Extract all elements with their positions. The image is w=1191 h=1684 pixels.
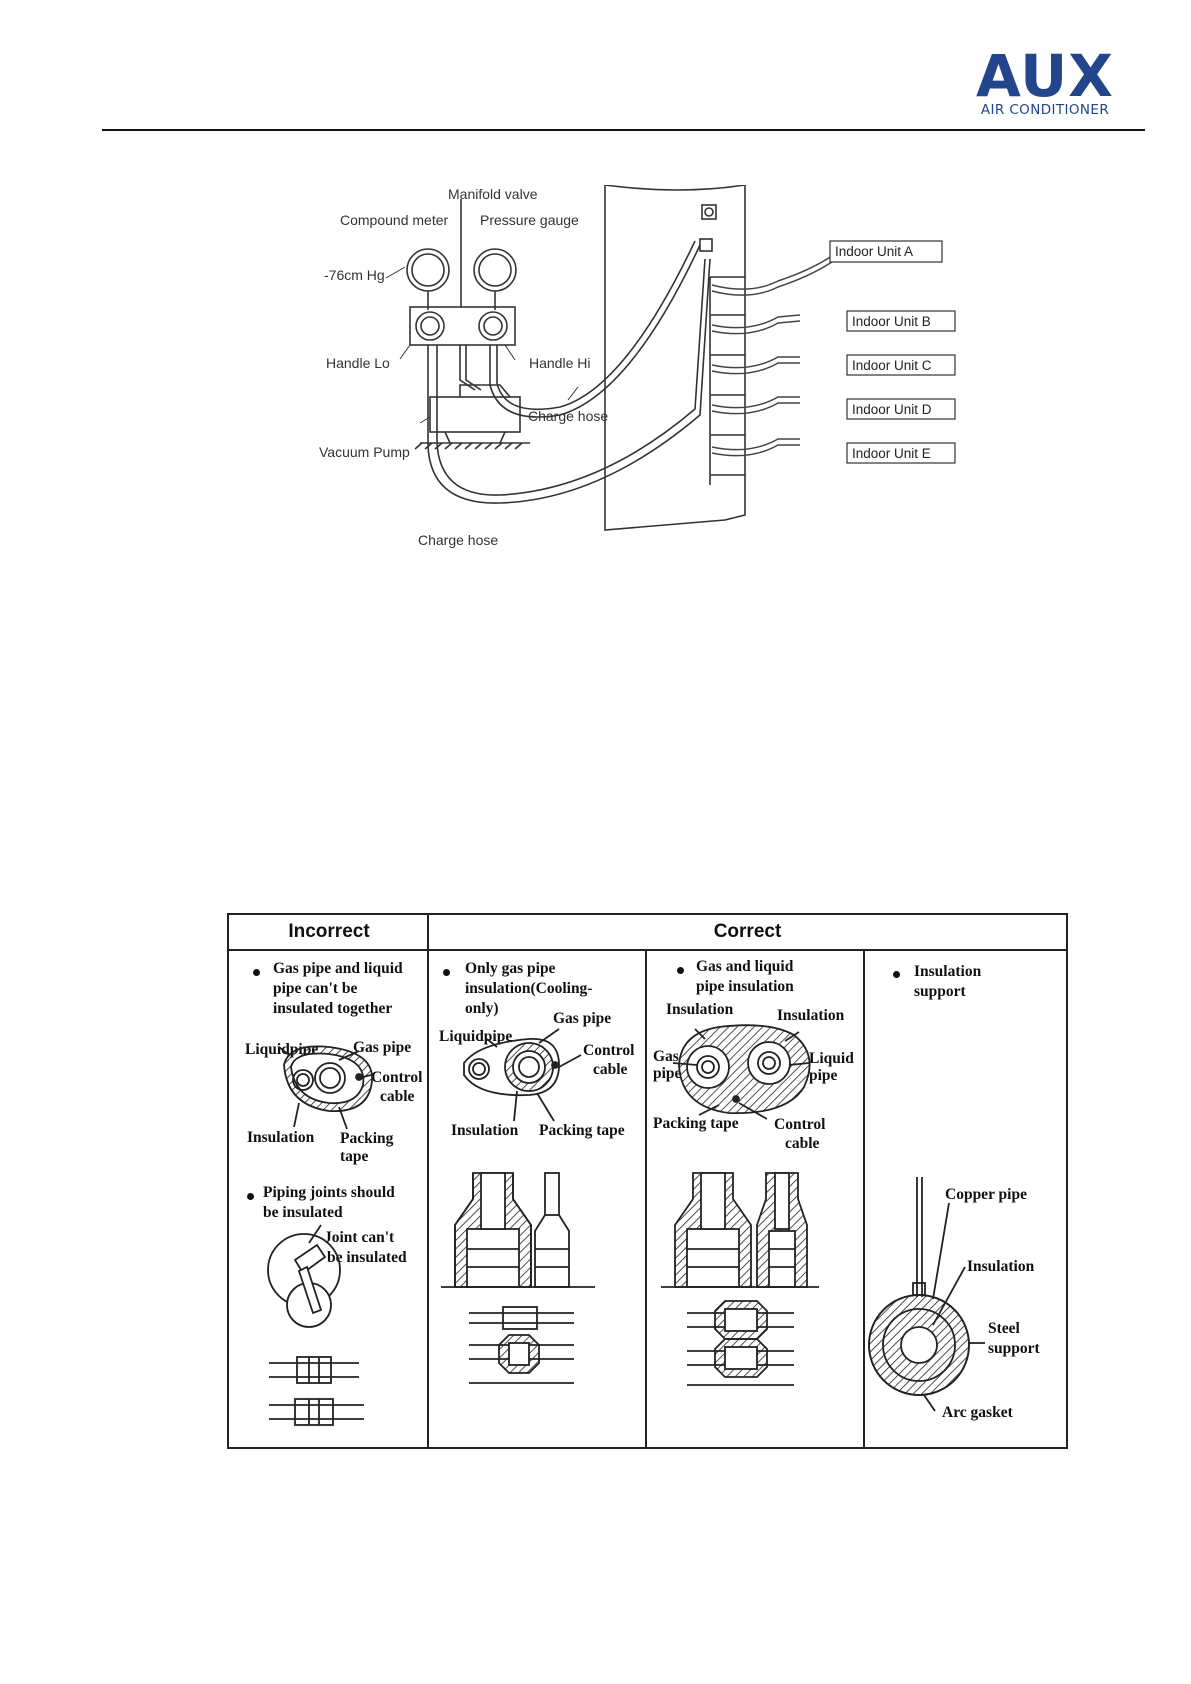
col4-note-line2: support [914,983,966,1000]
header-incorrect: Incorrect [229,915,429,951]
col2-liquid-pipe-label: Liquidpipe [439,1028,513,1045]
col2-gas-pipe-label: Gas pipe [553,1010,612,1027]
col4-copper-pipe-label: Copper pipe [945,1186,1027,1203]
col4-arc-gasket-label: Arc gasket [942,1404,1013,1421]
col4-insulation-label: Insulation [967,1258,1035,1275]
charge-hose-upper-label: Charge hose [528,408,608,424]
col3-liquid-pipe-label: pipe [809,1067,838,1084]
handle-hi-label: Handle Hi [529,355,590,371]
manifold-valve-label: Manifold valve [448,186,538,202]
col1-note1-line1: Gas pipe and liquid [273,960,403,977]
gas-only-cross-section-icon [463,1028,582,1122]
col3-insulation-left-label: Insulation [666,1001,734,1018]
col4-steel-label: Steel [988,1320,1020,1337]
col2-insulation-label: Insulation [451,1122,519,1139]
column-divider [863,951,865,1447]
col1-gas-pipe-label: Gas pipe [353,1039,412,1056]
indoor-unit-a-label: Indoor Unit A [835,244,913,259]
col1-note1-line2: pipe can't be [273,980,358,997]
column-divider [427,915,429,1447]
pressure-gauge-label: Pressure gauge [480,212,579,228]
col3-insulation-right-label: Insulation [777,1007,845,1024]
col1-packing-label: Packing [340,1130,394,1147]
pressure-gauge-icon [473,248,517,310]
bullet-icon [253,969,260,976]
manifold-body [409,306,516,346]
col1-cable-label: cable [380,1088,415,1105]
col2-cable-label: cable [593,1061,628,1078]
col4-support-label: support [988,1340,1040,1357]
indoor-unit-d-label: Indoor Unit D [852,402,932,417]
vacuum-pump-label: Vacuum Pump [319,444,410,460]
header-divider [102,129,1145,131]
both-insulated-cross-section-icon [672,1024,811,1120]
col2-control-label: Control [583,1042,635,1059]
indoor-unit-e-label: Indoor Unit E [852,446,931,461]
col1-note1-line3: insulated together [273,1000,393,1017]
steel-support-icon [868,1177,985,1412]
handle-lo-label: Handle Lo [326,355,390,371]
col3-control-label: Control [774,1116,826,1133]
bullet-icon [247,1193,254,1200]
incorrect-cross-section-icon [278,1045,373,1130]
header-correct: Correct [429,915,1066,951]
col2-packing-tape-label: Packing tape [539,1122,625,1139]
bullet-icon [443,969,450,976]
col1-control-label: Control [371,1069,423,1086]
aux-logo: AUX AIR CONDITIONER [950,44,1140,122]
logo-tagline: AIR CONDITIONER [980,102,1110,118]
joint-icon [267,1224,341,1328]
column-divider [645,951,647,1447]
bullet-icon [677,967,684,974]
col1-note2-line2: be insulated [263,1204,343,1221]
col3-note-line2: pipe insulation [696,978,794,995]
insulation-table: Incorrect Correct Gas pipe and liquid pi… [227,913,1068,1449]
charge-hose-lower-label: Charge hose [418,532,498,548]
col1-joint-line1: Joint can't [324,1229,395,1246]
vacuum-pump-diagram: Manifold valve Compound meter Pressure g… [319,185,956,548]
col3-gas-pipe-label: pipe [653,1065,682,1082]
col3-note-line1: Gas and liquid [696,958,794,975]
indoor-unit-b-label: Indoor Unit B [852,314,931,329]
col2-note-line3: only) [465,1000,499,1017]
col3-fitting-icon [661,1172,819,1386]
indoor-unit-c-label: Indoor Unit C [852,358,932,373]
col1-joint-line2: be insulated [327,1249,407,1266]
logo-brand: AUX [976,42,1114,110]
col3-gas-label: Gas [653,1048,679,1065]
compound-meter-label: Compound meter [340,212,449,228]
col3-packing-tape-label: Packing tape [653,1115,739,1132]
vacuum-pump-icon [429,396,521,433]
col2-note-line1: Only gas pipe [465,960,556,977]
col3-liquid-label: Liquid [809,1050,854,1067]
compound-meter-icon [406,248,450,310]
col4-note-line1: Insulation [914,963,982,980]
col1-note2-line1: Piping joints should [263,1184,395,1201]
col3-cable-label: cable [785,1135,820,1152]
col2-fitting-icon [441,1172,595,1384]
insulation-illustrations [267,1024,985,1426]
outdoor-unit-icon [604,185,746,531]
col1-insulation-label: Insulation [247,1129,315,1146]
col1-tape-label: tape [340,1148,369,1165]
col2-note-line2: insulation(Cooling- [465,980,593,997]
bullet-icon [893,971,900,978]
vacuum-reading-label: -76cm Hg [324,267,385,283]
col1-pipe-joint-icon [269,1356,364,1426]
branch-pipes [711,246,845,457]
